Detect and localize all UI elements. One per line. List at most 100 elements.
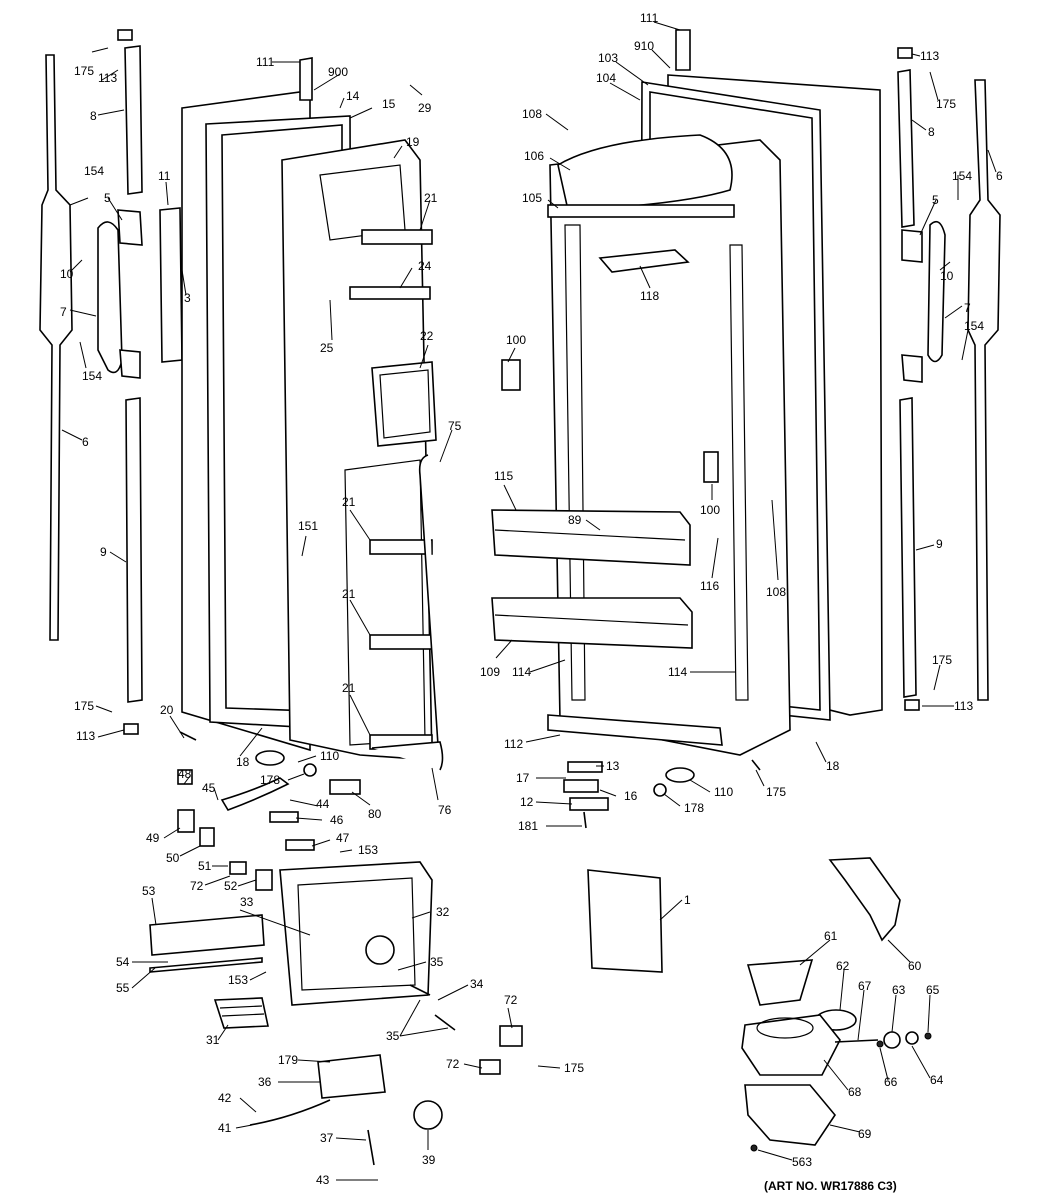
strip-55 — [149, 957, 263, 973]
callout-label: 110 — [320, 749, 339, 763]
callout-label: 175 — [74, 699, 94, 713]
callout-label: 69 — [858, 1127, 872, 1141]
dispenser-housing-32 — [279, 861, 433, 1006]
callout-label: 67 — [858, 979, 872, 993]
callout-label: 910 — [634, 39, 654, 53]
callout-label: 53 — [142, 884, 156, 898]
callout-label: 5 — [104, 191, 111, 205]
small-parts-dispenser — [177, 731, 523, 1075]
right-gasket-strip-6 — [967, 79, 1001, 701]
callout-label: 3 — [184, 291, 191, 305]
callout-label: 65 — [926, 983, 940, 997]
hinge-parts-left — [255, 750, 361, 795]
callout-label: 153 — [228, 973, 248, 987]
callout-label: 19 — [406, 135, 420, 149]
callout-label: 37 — [320, 1131, 334, 1145]
callout-label: 178 — [684, 801, 704, 815]
callout-label: 109 — [480, 665, 500, 679]
small-clips-100 — [501, 359, 719, 483]
callout-label: 112 — [504, 737, 523, 751]
callout-label: 13 — [606, 759, 620, 773]
left-trim-8 — [124, 45, 143, 195]
callout-label: 100 — [700, 503, 720, 517]
callout-label: 18 — [236, 755, 250, 769]
bin-115 — [491, 509, 691, 566]
callout-label: 61 — [824, 929, 838, 943]
art-number-caption: (ART NO. WR17886 C3) — [764, 1179, 897, 1193]
tube-75 — [418, 454, 439, 746]
hinge-parts-right — [563, 759, 761, 829]
callout-label: 900 — [328, 65, 348, 79]
callout-label: 1 — [684, 893, 691, 907]
cap-113-top-left — [117, 29, 133, 41]
callout-label: 113 — [98, 71, 117, 85]
callout-label: 21 — [342, 587, 356, 601]
callout-label: 63 — [892, 983, 906, 997]
callout-label: 39 — [422, 1153, 436, 1167]
callout-label: 5 — [932, 193, 939, 207]
trim-112 — [547, 714, 723, 746]
callout-label: 103 — [598, 51, 618, 65]
callout-label: 20 — [160, 703, 174, 717]
callout-label: 113 — [954, 699, 973, 713]
callout-label: 110 — [714, 785, 733, 799]
funnel-61 — [746, 959, 814, 1006]
callout-label: 47 — [336, 831, 350, 845]
callout-label: 104 — [596, 71, 616, 85]
callout-label: 21 — [342, 495, 356, 509]
callout-label: 179 — [278, 1053, 298, 1067]
callout-label: 9 — [100, 545, 107, 559]
leader-lines — [61, 21, 997, 1181]
callout-label: 48 — [178, 767, 192, 781]
callout-label: 114 — [668, 665, 687, 679]
callout-label: 7 — [60, 305, 67, 319]
callout-label: 66 — [884, 1075, 898, 1089]
callout-label: 75 — [448, 419, 462, 433]
callout-label: 178 — [260, 773, 280, 787]
callout-label: 12 — [520, 795, 534, 809]
callout-label: 49 — [146, 831, 160, 845]
callout-label: 154 — [84, 164, 104, 178]
callout-label: 181 — [518, 819, 538, 833]
bracket-36 — [317, 1054, 386, 1099]
callout-label: 32 — [436, 905, 450, 919]
right-trim-8 — [897, 69, 915, 228]
callout-label: 11 — [158, 169, 171, 183]
motor-39 — [413, 1100, 443, 1130]
callout-label: 175 — [74, 64, 94, 78]
callout-label: 72 — [446, 1057, 460, 1071]
callout-label: 25 — [320, 341, 334, 355]
manual-1 — [587, 869, 663, 973]
cap-113-top-right — [897, 47, 913, 59]
callout-label: 115 — [494, 469, 513, 483]
callout-label: 50 — [166, 851, 180, 865]
callout-label: 154 — [952, 169, 972, 183]
bracket-60 — [828, 857, 901, 942]
callout-label: 51 — [198, 859, 212, 873]
callout-label: 18 — [826, 759, 840, 773]
callout-label: 42 — [218, 1091, 232, 1105]
fresh-food-liner — [549, 139, 791, 756]
callout-label: 41 — [218, 1121, 232, 1135]
ice-trough-53 — [149, 914, 265, 956]
callout-label: 105 — [522, 191, 542, 205]
callout-label: 80 — [368, 807, 382, 821]
callout-label: 114 — [512, 665, 531, 679]
fan-parts — [750, 1031, 932, 1152]
callout-label: 22 — [420, 329, 434, 343]
callout-label: 46 — [330, 813, 344, 827]
callout-label: 10 — [940, 269, 954, 283]
callout-label: 24 — [418, 259, 432, 273]
callout-label: 6 — [82, 435, 89, 449]
callout-label: 6 — [996, 169, 1003, 183]
cover-69 — [744, 1084, 836, 1146]
callout-label: 8 — [90, 109, 97, 123]
callout-label: 108 — [522, 107, 542, 121]
callout-label: 43 — [316, 1173, 330, 1187]
callout-label: 72 — [504, 993, 518, 1007]
callout-label: 64 — [930, 1073, 944, 1087]
callout-label: 563 — [792, 1155, 812, 1169]
callout-label: 118 — [640, 289, 659, 303]
callout-label: 8 — [928, 125, 935, 139]
callout-label: 44 — [316, 797, 330, 811]
